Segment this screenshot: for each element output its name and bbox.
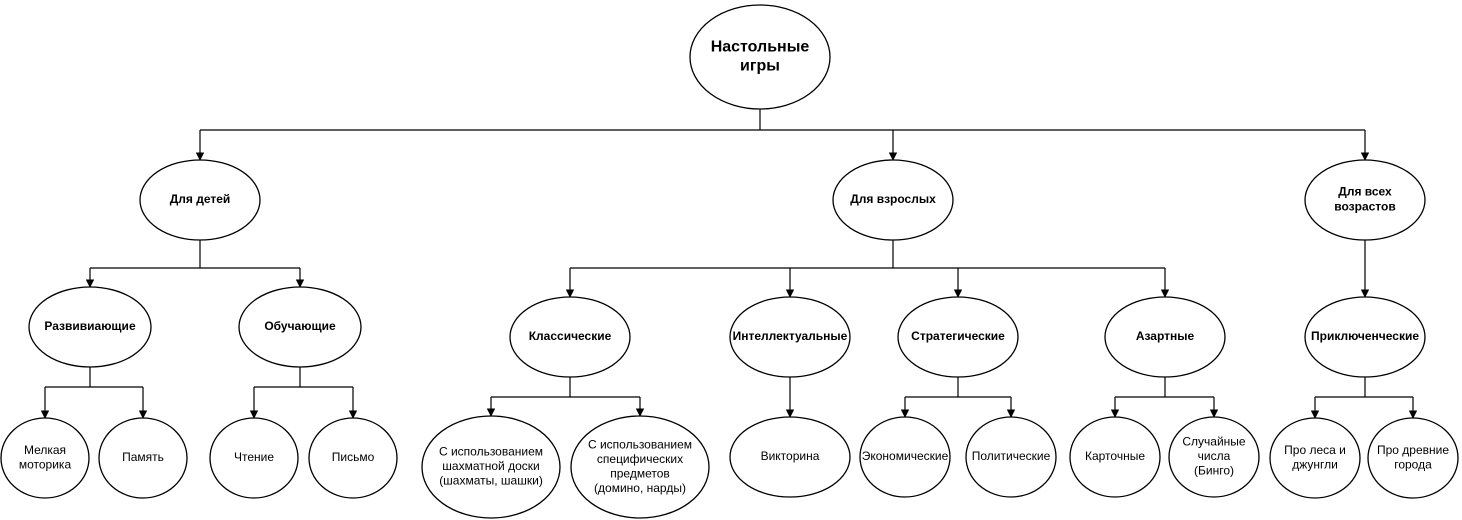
item-викторина-label: Викторина bbox=[761, 449, 820, 463]
item-карточные: Карточные bbox=[1069, 416, 1161, 498]
item-с-использованием-специфических-предметов-домино-нарды-label: С использованием bbox=[588, 437, 692, 451]
group-стратегические-shape bbox=[897, 296, 1019, 378]
item-память-label: Память bbox=[122, 450, 164, 464]
item-с-использованием-специфических-предметов-домино-нарды-label: предметов bbox=[610, 466, 670, 480]
item-случайные-числа-бинго-label: (Бинго) bbox=[1194, 464, 1234, 478]
group-развивиающие: Развивиающие bbox=[28, 286, 152, 368]
item-чтение-label: Чтение bbox=[234, 450, 274, 464]
item-письмо: Письмо bbox=[308, 417, 398, 499]
root-node-label: игры bbox=[740, 58, 780, 75]
item-викторина: Викторина bbox=[729, 416, 851, 498]
root-node-shape bbox=[689, 4, 831, 110]
item-с-использованием-шахматной-доски-шахматы-шашки-shape bbox=[421, 415, 561, 519]
group-стратегические: Стратегические bbox=[897, 296, 1019, 378]
group-интеллектуальные-label: Интеллектуальные bbox=[733, 329, 848, 343]
group-интеллектуальные-shape bbox=[729, 296, 851, 378]
item-чтение: Чтение bbox=[209, 417, 299, 499]
item-экономические: Экономические bbox=[859, 416, 951, 498]
group-азартные-shape bbox=[1104, 296, 1226, 378]
group-развивиающие-shape bbox=[28, 286, 152, 368]
item-про-леса-и-джунгли-shape bbox=[1269, 417, 1361, 499]
group-интеллектуальные: Интеллектуальные bbox=[729, 296, 851, 378]
item-политические-shape bbox=[965, 416, 1057, 498]
item-викторина-shape bbox=[729, 416, 851, 498]
item-с-использованием-шахматной-доски-шахматы-шашки-label: С использованием bbox=[439, 445, 543, 459]
item-чтение-shape bbox=[209, 417, 299, 499]
group-стратегические-label: Стратегические bbox=[911, 329, 1005, 343]
item-про-древние-города-shape bbox=[1367, 417, 1459, 499]
item-случайные-числа-бинго-label: Случайные bbox=[1182, 435, 1246, 449]
category-для-детей-label: Для детей bbox=[170, 192, 231, 206]
item-политические-label: Политические bbox=[972, 449, 1051, 463]
group-приключенческие-shape bbox=[1304, 296, 1426, 378]
item-про-леса-и-джунгли-label: джунгли bbox=[1292, 457, 1338, 471]
group-обучающие-label: Обучающие bbox=[264, 319, 336, 333]
category-для-всех-возрастов-shape bbox=[1304, 159, 1426, 241]
category-для-взрослых-shape bbox=[832, 159, 954, 241]
category-для-всех-возрастов-label: Для всех bbox=[1338, 185, 1392, 199]
item-карточные-shape bbox=[1069, 416, 1161, 498]
category-для-взрослых-label: Для взрослых bbox=[850, 192, 936, 206]
category-для-взрослых: Для взрослых bbox=[832, 159, 954, 241]
connector-lines bbox=[40, 109, 1418, 419]
group-приключенческие: Приключенческие bbox=[1304, 296, 1426, 378]
root-node-label: Настольные bbox=[711, 39, 810, 56]
root-node: Настольные игры bbox=[689, 4, 831, 110]
item-про-древние-города-label: Про древние bbox=[1377, 443, 1449, 457]
item-с-использованием-шахматной-доски-шахматы-шашки-label: (шахматы, шашки) bbox=[439, 474, 543, 488]
item-с-использованием-специфических-предметов-домино-нарды-shape bbox=[570, 415, 710, 519]
group-азартные-label: Азартные bbox=[1136, 329, 1195, 343]
group-классические: Классические bbox=[509, 296, 631, 378]
group-обучающие-shape bbox=[238, 286, 362, 368]
group-азартные: Азартные bbox=[1104, 296, 1226, 378]
category-для-детей-shape bbox=[139, 159, 261, 241]
item-письмо-label: Письмо bbox=[332, 450, 375, 464]
group-развивиающие-label: Развивиающие bbox=[44, 319, 136, 333]
category-для-всех-возрастов-label: возрастов bbox=[1334, 200, 1395, 214]
item-мелкая-моторика-label: Мелкая bbox=[24, 443, 66, 457]
item-экономические-label: Экономические bbox=[862, 449, 949, 463]
category-для-детей: Для детей bbox=[139, 159, 261, 241]
group-классические-shape bbox=[509, 296, 631, 378]
group-классические-label: Классические bbox=[529, 329, 612, 343]
item-память-shape bbox=[98, 417, 188, 499]
item-политические: Политические bbox=[965, 416, 1057, 498]
item-про-древние-города-label: города bbox=[1394, 457, 1432, 471]
group-обучающие: Обучающие bbox=[238, 286, 362, 368]
item-мелкая-моторика-label: моторика bbox=[19, 457, 72, 471]
item-экономические-shape bbox=[859, 416, 951, 498]
item-с-использованием-шахматной-доски-шахматы-шашки-label: шахматной доски bbox=[442, 459, 539, 473]
item-случайные-числа-бинго-shape bbox=[1168, 416, 1260, 498]
item-с-использованием-специфических-предметов-домино-нарды-label: (домино, нарды) bbox=[594, 481, 686, 495]
item-случайные-числа-бинго-label: числа bbox=[1198, 449, 1231, 463]
item-про-леса-и-джунгли-label: Про леса и bbox=[1284, 443, 1346, 457]
item-карточные-label: Карточные bbox=[1085, 449, 1145, 463]
item-память: Память bbox=[98, 417, 188, 499]
item-письмо-shape bbox=[308, 417, 398, 499]
group-приключенческие-label: Приключенческие bbox=[1311, 329, 1419, 343]
item-с-использованием-специфических-предметов-домино-нарды: С использованиемспецифическихпредметов(д… bbox=[570, 415, 710, 519]
item-мелкая-моторика-shape bbox=[0, 417, 90, 499]
item-с-использованием-специфических-предметов-домино-нарды-label: специфических bbox=[597, 452, 683, 466]
